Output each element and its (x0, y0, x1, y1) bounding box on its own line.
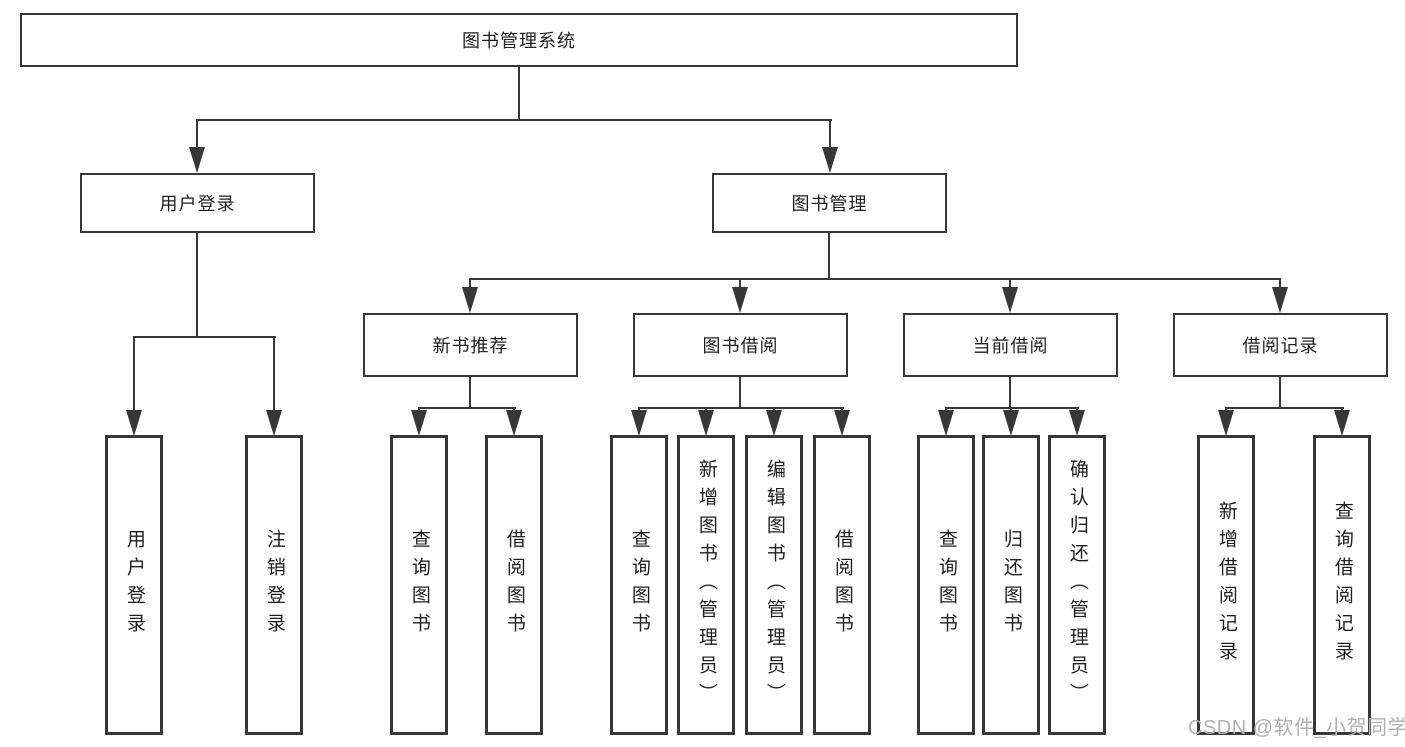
connector-line (133, 336, 276, 338)
node-borrow-records-label: 借阅记录 (1242, 336, 1319, 356)
leaf-borrow-borrow-books-label: 借阅图书 (831, 529, 853, 641)
node-borrow-records: 借阅记录 (1173, 313, 1388, 377)
connector-line (196, 119, 832, 121)
node-user-login: 用户登录 (80, 173, 315, 233)
node-current-borrow: 当前借阅 (903, 313, 1118, 377)
arrowhead-down-icon (1334, 410, 1350, 436)
node-root-label: 图书管理系统 (462, 31, 576, 51)
arrowhead-down-icon (698, 410, 714, 436)
connector-line (828, 233, 830, 280)
leaf-records-query-record-label: 查询借阅记录 (1331, 501, 1353, 669)
connector-line (829, 119, 831, 153)
connector-line (196, 233, 198, 338)
leaf-current-query-books: 查询图书 (917, 435, 975, 735)
connector-line (1009, 278, 1011, 292)
connector-line (1225, 407, 1344, 409)
connector-line (1279, 278, 1281, 292)
arrowhead-down-icon (766, 410, 782, 436)
leaf-borrow-add-books-admin-label: 新增图书（管理员） (695, 459, 717, 711)
arrowhead-down-icon (732, 287, 748, 313)
arrowhead-down-icon (1003, 410, 1019, 436)
node-book-management: 图书管理 (712, 173, 947, 233)
arrowhead-down-icon (1272, 287, 1288, 313)
leaf-current-confirm-return-admin-label: 确认归还（管理员） (1066, 459, 1088, 711)
connector-line (469, 377, 471, 409)
arrowhead-down-icon (189, 147, 205, 173)
arrowhead-down-icon (411, 410, 427, 436)
arrowhead-down-icon (822, 147, 838, 173)
connector-line (273, 336, 275, 414)
leaf-rec-borrow-books: 借阅图书 (485, 435, 543, 735)
leaf-user-login: 用户登录 (105, 435, 163, 735)
node-new-book-recommend-label: 新书推荐 (432, 336, 509, 356)
leaf-logout-login: 注销登录 (245, 435, 303, 735)
arrowhead-down-icon (1002, 287, 1018, 313)
arrowhead-down-icon (506, 410, 522, 436)
leaf-rec-query-books: 查询图书 (390, 435, 448, 735)
csdn-watermark: CSDN @软件_小贺同学 (1188, 717, 1405, 739)
leaf-current-return-books-label: 归还图书 (1000, 529, 1022, 641)
arrowhead-down-icon (834, 410, 850, 436)
arrowhead-down-icon (266, 410, 282, 436)
leaf-rec-query-books-label: 查询图书 (408, 529, 430, 641)
leaf-borrow-add-books-admin: 新增图书（管理员） (677, 435, 735, 735)
leaf-borrow-edit-books-admin: 编辑图书（管理员） (745, 435, 803, 735)
node-current-borrow-label: 当前借阅 (972, 336, 1049, 356)
leaf-borrow-query-books: 查询图书 (610, 435, 668, 735)
node-book-management-label: 图书管理 (791, 194, 868, 214)
leaf-rec-borrow-books-label: 借阅图书 (503, 529, 525, 641)
arrowhead-down-icon (938, 410, 954, 436)
connector-line (196, 119, 198, 153)
leaf-logout-login-label: 注销登录 (263, 529, 285, 641)
arrowhead-down-icon (126, 410, 142, 436)
leaf-borrow-edit-books-admin-label: 编辑图书（管理员） (763, 459, 785, 711)
connector-line (739, 278, 741, 292)
leaf-records-add-record-label: 新增借阅记录 (1215, 501, 1237, 669)
connector-line (739, 377, 741, 409)
leaf-current-confirm-return-admin: 确认归还（管理员） (1048, 435, 1106, 735)
arrowhead-down-icon (631, 410, 647, 436)
connector-line (638, 407, 844, 409)
arrowhead-down-icon (1069, 410, 1085, 436)
connector-line (418, 407, 516, 409)
arrowhead-down-icon (462, 287, 478, 313)
node-book-borrow: 图书借阅 (633, 313, 848, 377)
connector-line (945, 407, 1079, 409)
leaf-borrow-query-books-label: 查询图书 (628, 529, 650, 641)
connector-line (133, 336, 135, 414)
arrowhead-down-icon (1218, 410, 1234, 436)
connector-line (1279, 377, 1281, 409)
leaf-records-query-record: 查询借阅记录 (1313, 435, 1371, 735)
leaf-current-query-books-label: 查询图书 (935, 529, 957, 641)
leaf-borrow-borrow-books: 借阅图书 (813, 435, 871, 735)
node-root: 图书管理系统 (20, 13, 1018, 67)
node-book-borrow-label: 图书借阅 (702, 336, 779, 356)
connector-line (469, 278, 1281, 280)
leaf-current-return-books: 归还图书 (982, 435, 1040, 735)
leaf-records-add-record: 新增借阅记录 (1197, 435, 1255, 735)
connector-line (518, 67, 520, 119)
node-user-login-label: 用户登录 (159, 194, 236, 214)
node-new-book-recommend: 新书推荐 (363, 313, 578, 377)
leaf-user-login-label: 用户登录 (123, 529, 145, 641)
connector-line (469, 278, 471, 292)
connector-line (1009, 377, 1011, 409)
